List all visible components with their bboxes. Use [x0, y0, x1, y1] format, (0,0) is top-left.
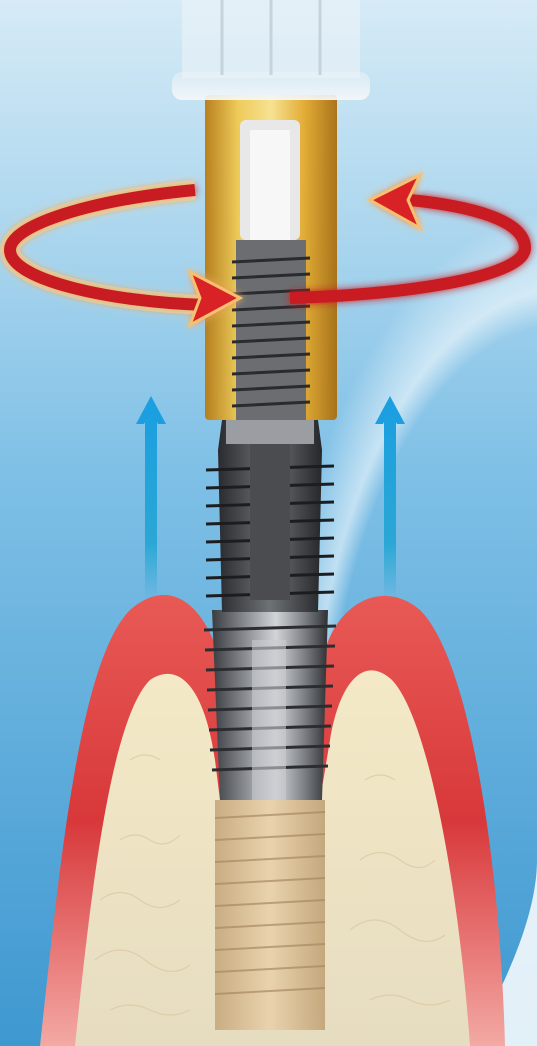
removal-tool — [205, 95, 337, 420]
implant-body — [204, 610, 336, 800]
tool-cap — [172, 0, 370, 100]
implant-threaded-shaft — [206, 418, 334, 612]
bone-cavity — [215, 800, 325, 1030]
